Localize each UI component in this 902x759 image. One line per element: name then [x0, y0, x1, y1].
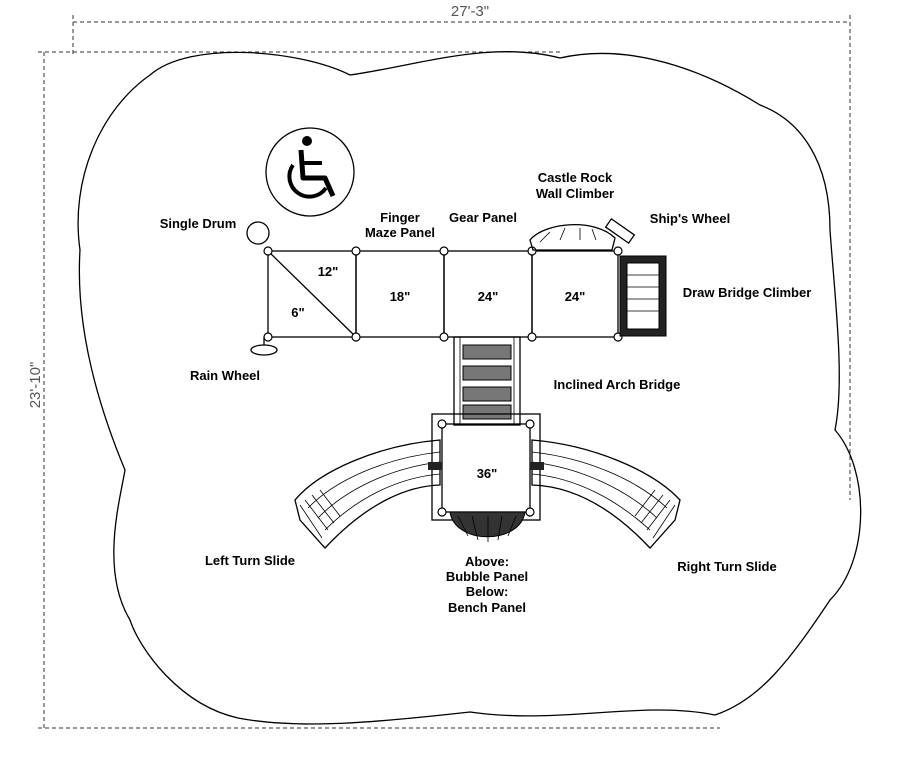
platform-d-height: 24"	[565, 289, 586, 304]
rain-wheel-label: Rain Wheel	[190, 368, 260, 383]
ships-wheel-icon	[604, 217, 636, 245]
use-zone-outline	[77, 51, 862, 725]
platform-b-height: 18"	[390, 289, 411, 304]
height-dimension: 23'-10"	[27, 51, 720, 729]
bubble-label-3: Below:	[466, 584, 509, 599]
single-drum-icon	[246, 221, 270, 245]
height-label: 23'-10"	[27, 362, 44, 409]
platform-d	[531, 250, 619, 338]
finger-maze-label-2: Maze Panel	[365, 225, 435, 240]
left-turn-slide	[294, 439, 441, 549]
left-slide-label: Left Turn Slide	[205, 553, 295, 568]
bubble-label-1: Above:	[465, 554, 509, 569]
bubble-label-4: Bench Panel	[448, 600, 526, 615]
bubble-panel	[449, 511, 526, 542]
castle-rock-label-1: Castle Rock	[538, 170, 613, 185]
inclined-bridge-label: Inclined Arch Bridge	[554, 377, 681, 392]
draw-bridge-climber-icon	[619, 255, 667, 337]
single-drum-label: Single Drum	[160, 216, 237, 231]
right-turn-slide	[531, 439, 681, 549]
platform-row: 12" 6" 18" 24" 24"	[263, 246, 623, 342]
draw-bridge-label: Draw Bridge Climber	[683, 285, 812, 300]
width-dimension: 27'-3"	[72, 3, 851, 500]
platform-c-height: 24"	[478, 289, 499, 304]
width-label: 27'-3"	[451, 3, 489, 20]
bubble-label-2: Bubble Panel	[446, 569, 528, 584]
castle-rock-climber-icon	[529, 224, 616, 251]
platform-a-bottom-height: 6"	[291, 305, 304, 320]
ships-wheel-label: Ship's Wheel	[650, 211, 730, 226]
wheelchair-icon	[265, 127, 355, 217]
inclined-arch-bridge	[453, 336, 521, 426]
platform-a-top-height: 12"	[318, 264, 339, 279]
right-slide-label: Right Turn Slide	[677, 559, 776, 574]
castle-rock-label-2: Wall Climber	[536, 186, 614, 201]
gear-panel-label: Gear Panel	[449, 210, 517, 225]
finger-maze-label-1: Finger	[380, 210, 420, 225]
platform-e: 36"	[428, 413, 544, 521]
rain-wheel-icon	[250, 337, 278, 356]
platform-e-height: 36"	[477, 466, 498, 481]
